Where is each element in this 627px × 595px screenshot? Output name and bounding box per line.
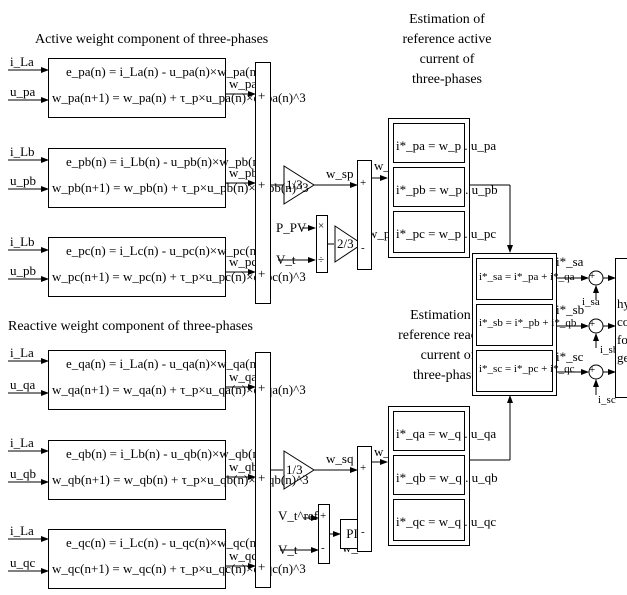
active-ref-eq-a: i*_pa = w_p . u_pa <box>396 138 497 153</box>
gain-one-third-label: 1/3 <box>286 462 303 477</box>
ref-current-label-b: i*_sb <box>556 302 585 317</box>
multiply-divide-block <box>316 215 328 273</box>
plus-sign: + <box>589 364 596 376</box>
weight-label-wqc: w_qc <box>229 548 258 563</box>
sum-ref-eq-c: i*_sc = i*_pc + i*_qc <box>479 363 575 375</box>
minus-sign: - <box>361 242 365 254</box>
reactive-error-eq-c: e_qc(n) = i_Lc(n) - u_qc(n)×w_qc(n) <box>66 535 261 550</box>
active-error-eq-b: e_pb(n) = i_Lb(n) - u_pb(n)×w_pb(n) <box>66 154 264 169</box>
plus-sign: + <box>258 266 266 281</box>
reactive-error-eq-a: e_qa(n) = i_La(n) - u_qa(n)×w_qa(n) <box>66 356 261 371</box>
hysteresis-controller-block <box>615 258 627 398</box>
sum-ref-eq-a: i*_sa = i*_pa + i*_qa <box>479 271 575 283</box>
active-weight-block-b <box>48 148 226 208</box>
input-label: i_La <box>10 435 34 450</box>
wsp-label: w_sp <box>326 166 354 181</box>
multiply-sign: × <box>318 220 325 232</box>
weight-label-wqa: w_qa <box>229 369 258 384</box>
plus-sign: + <box>258 177 266 192</box>
ppv-label: P_PV <box>276 220 307 235</box>
reactive-ref-eq-a: i*_qa = w_q . u_qa <box>396 426 497 441</box>
reactive-ref-eq-b: i*_qb = w_q . u_qb <box>396 470 498 485</box>
plus-sign: + <box>589 318 596 330</box>
reactive-weight-block-a <box>48 350 226 410</box>
input-label: u_pa <box>10 84 36 99</box>
wsq-label: w_sq <box>326 451 354 466</box>
active-weight-summer <box>357 160 372 270</box>
plus-sign: + <box>258 380 266 395</box>
input-label: i_La <box>10 523 34 538</box>
vt-label: V_t <box>276 252 296 267</box>
active-reference-block <box>388 118 470 258</box>
reactive-summer <box>255 352 271 588</box>
input-label: u_qb <box>10 466 36 481</box>
input-label: i_La <box>10 54 34 69</box>
measured-current-a: i_sa <box>582 296 600 308</box>
vt-label: V_t <box>278 542 298 557</box>
plus-sign: + <box>360 462 367 474</box>
active-weight-block-a <box>48 58 226 118</box>
active-section-title: Active weight component of three-phases <box>35 32 269 47</box>
input-label: u_pb <box>10 173 36 188</box>
reactive-weight-summer <box>357 446 372 552</box>
input-label: i_Lb <box>10 144 35 159</box>
reactive-ref-eq-c: i*_qc = w_q . u_qc <box>396 514 497 529</box>
reactive-section-title: Reactive weight component of three-phase… <box>8 319 253 334</box>
reference-current-combiner <box>472 253 557 396</box>
measured-current-c: i_sc <box>598 394 616 406</box>
reactive-update-eq-c: w_qc(n+1) = w_qc(n) + τ_p×u_qc(n)×e_qc(n… <box>52 561 306 576</box>
reactive-weight-block-b <box>48 440 226 500</box>
vt-ref-label: V_t^ref <box>278 508 319 523</box>
input-label: u_qc <box>10 555 36 570</box>
ref-current-label-a: i*_sa <box>556 254 584 269</box>
plus-sign: + <box>589 270 596 282</box>
ref-current-label-c: i*_sc <box>556 349 584 364</box>
plus-sign: + <box>320 510 327 522</box>
measured-current-b: i_sb <box>600 344 619 356</box>
reactive-weight-block-c <box>48 529 226 589</box>
input-label: i_Lb <box>10 234 35 249</box>
weight-label-wpc: w_pc <box>229 254 258 269</box>
minus-sign: - <box>321 542 325 554</box>
sum-ref-eq-b: i*_sb = i*_pb + i*_qb <box>479 317 577 329</box>
active-update-eq-a: w_pa(n+1) = w_pa(n) + τ_p×u_pa(n)×e_pa(n… <box>52 90 306 105</box>
active-error-eq-c: e_pc(n) = i_Lc(n) - u_pc(n)×w_pc(n) <box>66 243 261 258</box>
active-ref-eq-c: i*_pc = w_p . u_pc <box>396 226 497 241</box>
active-summer <box>255 62 271 304</box>
active-error-eq-a: e_pa(n) = i_La(n) - u_pa(n)×w_pa(n) <box>66 64 261 79</box>
input-label: i_La <box>10 345 34 360</box>
plus-sign: + <box>360 177 367 189</box>
active-weight-block-c <box>48 237 226 297</box>
minus-sign: - <box>361 526 365 538</box>
reactive-reference-block <box>388 406 470 546</box>
plus-sign: + <box>258 559 266 574</box>
plus-sign: + <box>258 470 266 485</box>
input-label: u_qa <box>10 377 36 392</box>
gain-one-third-label: 1/3 <box>286 177 303 192</box>
active-ref-eq-b: i*_pb = w_p . u_pb <box>396 182 498 197</box>
voltage-error-summer <box>318 504 330 564</box>
input-label: u_pb <box>10 263 36 278</box>
active-update-eq-b: w_pb(n+1) = w_pb(n) + τ_p×u_pb(n)×e_pb(n… <box>52 180 309 195</box>
plus-sign: + <box>258 88 266 103</box>
active-update-eq-c: w_pc(n+1) = w_pc(n) + τ_p×u_pc(n)×e_pc(n… <box>52 269 306 284</box>
reactive-update-eq-b: w_qb(n+1) = w_qb(n) + τ_p×u_qb(n)×e_qb(n… <box>52 472 309 487</box>
weight-label-wpa: w_pa <box>229 76 258 91</box>
gain-two-thirds-label: 2/3 <box>337 236 354 251</box>
reactive-update-eq-a: w_qa(n+1) = w_qa(n) + τ_p×u_qa(n)×e_qa(n… <box>52 382 306 397</box>
reactive-error-eq-b: e_qb(n) = i_Lb(n) - u_qb(n)×w_qb(n) <box>66 446 264 461</box>
weight-label-wqb: w_qb <box>229 459 258 474</box>
divide-sign: ÷ <box>318 254 325 266</box>
weight-label-wpb: w_pb <box>229 165 258 180</box>
